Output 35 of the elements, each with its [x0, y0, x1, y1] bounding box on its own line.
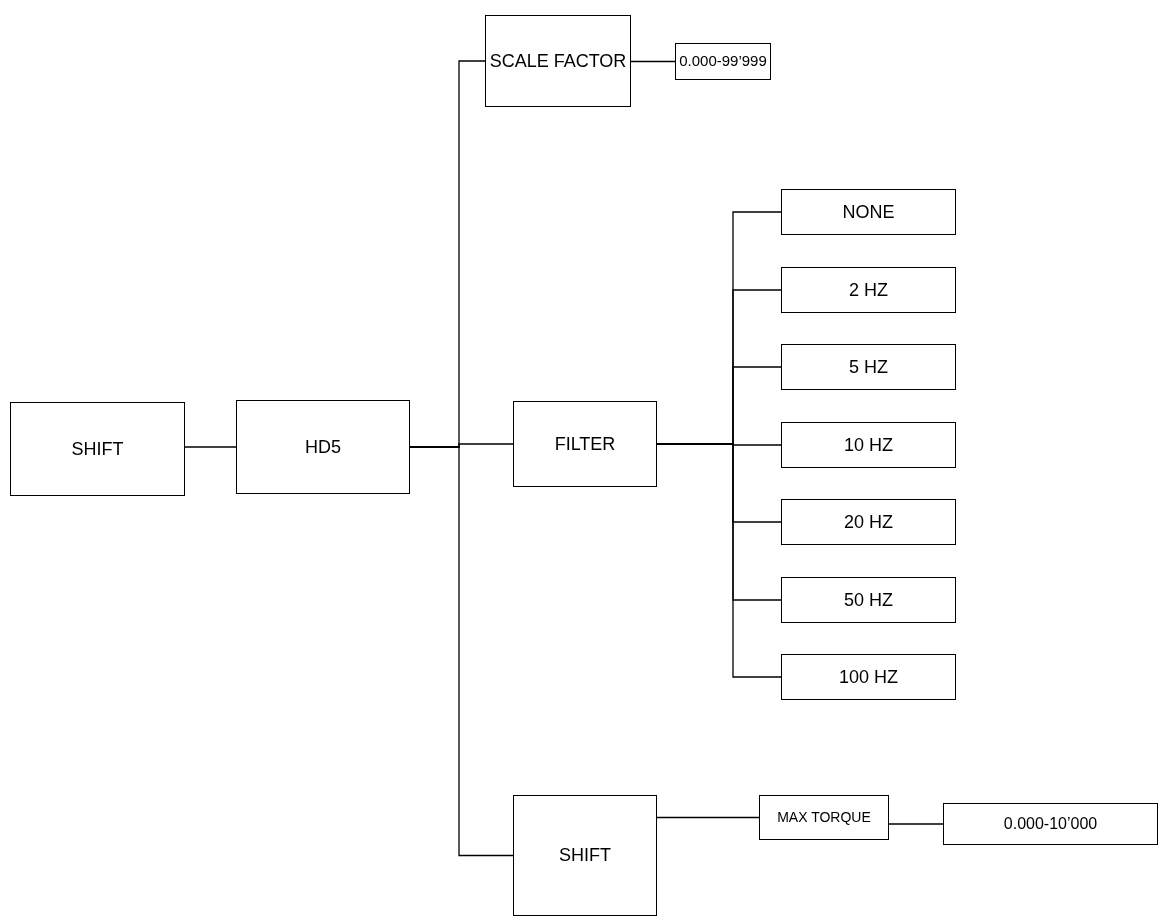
- menu-box: [485, 15, 631, 107]
- connector-line: [409, 446, 514, 857]
- connector-line: [630, 60, 676, 63]
- menu-box: [10, 402, 185, 496]
- menu-label: 0.000-10’000: [1003, 814, 1098, 834]
- menu-box: [781, 577, 956, 623]
- menu-box: [236, 400, 410, 494]
- menu-label: 5 HZ: [849, 355, 888, 379]
- menu-label: SCALE FACTOR: [489, 49, 627, 73]
- menu-label: MAX TORQUE: [777, 808, 871, 827]
- menu-label: 10 HZ: [844, 433, 893, 457]
- menu-box: [781, 267, 956, 313]
- connector-line: [656, 816, 760, 819]
- menu-box: [781, 654, 956, 700]
- menu-label: SHIFT: [559, 844, 611, 867]
- menu-label: FILTER: [554, 432, 616, 456]
- menu-label: 100 HZ: [839, 665, 898, 689]
- menu-label: SHIFT: [71, 437, 124, 461]
- menu-box: [781, 499, 956, 545]
- menu-box: [759, 795, 889, 840]
- menu-label: 50 HZ: [844, 588, 893, 612]
- menu-box: [513, 401, 657, 487]
- connector-line: [888, 823, 944, 825]
- menu-box: [781, 344, 956, 390]
- menu-label: 2 HZ: [849, 278, 888, 302]
- menu-box: [943, 803, 1158, 845]
- menu-label: 20 HZ: [844, 510, 893, 534]
- menu-label: HD5: [305, 435, 341, 459]
- connector-line: [184, 446, 237, 448]
- menu-box: [675, 43, 771, 80]
- menu-box: [781, 189, 956, 235]
- menu-box: [781, 422, 956, 468]
- menu-box: [513, 795, 657, 916]
- menu-label: 0.000-99’999: [679, 52, 767, 71]
- menu-label: NONE: [842, 200, 895, 224]
